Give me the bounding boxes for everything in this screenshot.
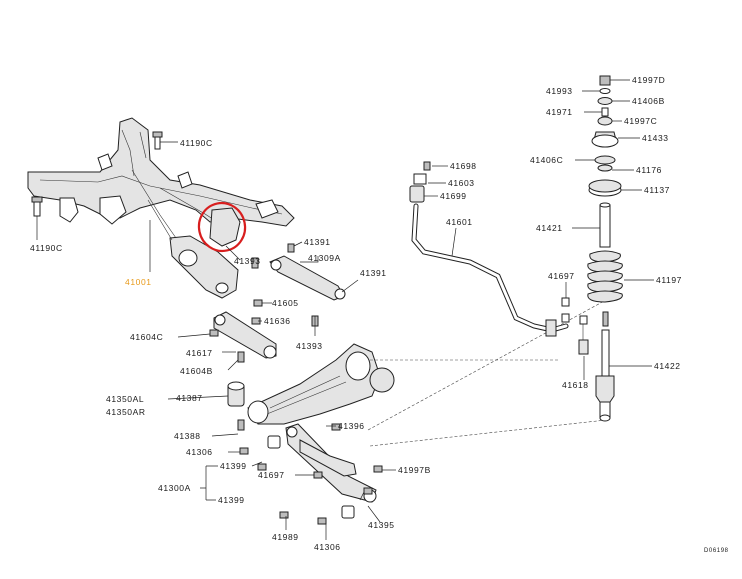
- label-41190c-left: 41190C: [30, 243, 63, 253]
- label-41399-lower: 41399: [218, 495, 245, 505]
- label-41617: 41617: [186, 348, 213, 358]
- label-41698: 41698: [450, 161, 477, 171]
- bolt-41190c-left: [31, 196, 43, 217]
- label-41699: 41699: [440, 191, 467, 201]
- upper-arm-41309a: [269, 255, 346, 301]
- label-41388: 41388: [174, 431, 201, 441]
- bolt-41190c-top: [152, 131, 163, 150]
- label-41176: 41176: [636, 165, 662, 175]
- label-41190c-top: 41190C: [180, 138, 213, 148]
- stabilizer-bar-41601: [409, 161, 569, 337]
- lower-arm-41617: [213, 311, 277, 359]
- label-41350al: 41350AL: [106, 394, 144, 404]
- stabilizer-link-41618: [561, 297, 589, 355]
- shock-absorber-stack: [587, 75, 623, 422]
- label-41309a: 41309A: [308, 253, 341, 263]
- label-41603: 41603: [448, 178, 475, 188]
- lower-control-arm-41300a: [285, 423, 377, 503]
- label-41306-lower: 41306: [314, 542, 341, 552]
- label-41393-lower: 41393: [296, 341, 323, 351]
- part-labels: 41190C 41190C 41001 41393 41391 41309A 4…: [30, 75, 729, 554]
- label-41350ar: 41350AR: [106, 407, 146, 417]
- label-41137: 41137: [644, 185, 670, 195]
- label-41393-upper: 41393: [234, 256, 261, 266]
- label-41989: 41989: [272, 532, 299, 542]
- label-41422: 41422: [654, 361, 681, 371]
- label-41636: 41636: [264, 316, 291, 326]
- label-41001: 41001: [125, 277, 152, 287]
- label-41697-lower: 41697: [258, 470, 285, 480]
- label-41391-upper: 41391: [304, 237, 331, 247]
- label-41604b: 41604B: [180, 366, 213, 376]
- label-41395: 41395: [368, 520, 395, 530]
- label-41997d: 41997D: [632, 75, 665, 85]
- coil-spring-41197: [587, 250, 623, 303]
- bushing-41387: [227, 381, 245, 407]
- leader-lines: [36, 79, 654, 540]
- label-41399-upper: 41399: [220, 461, 247, 471]
- small-hardware: [209, 243, 383, 525]
- label-41604c: 41604C: [130, 332, 163, 342]
- label-41197: 41197: [656, 275, 682, 285]
- label-41421: 41421: [536, 223, 563, 233]
- label-41605: 41605: [272, 298, 299, 308]
- label-41997c: 41997C: [624, 116, 657, 126]
- label-41601: 41601: [446, 217, 473, 227]
- rear-crossmember: [27, 117, 295, 299]
- label-41618: 41618: [562, 380, 589, 390]
- label-41433: 41433: [642, 133, 669, 143]
- label-41406c: 41406C: [530, 155, 563, 165]
- label-41396: 41396: [338, 421, 365, 431]
- label-41997b: 41997B: [398, 465, 431, 475]
- label-41993: 41993: [546, 86, 573, 96]
- trailing-arm-knuckle: [247, 343, 395, 425]
- highlight-circle: [197, 201, 247, 253]
- drawing-code: D06198: [704, 548, 729, 554]
- label-41697-upper: 41697: [548, 271, 575, 281]
- label-41971: 41971: [546, 107, 573, 117]
- label-41387: 41387: [176, 393, 203, 403]
- label-41300a: 41300A: [158, 483, 191, 493]
- label-41306-upper: 41306: [186, 447, 213, 457]
- label-41391-lower: 41391: [360, 268, 387, 278]
- label-41406b: 41406B: [632, 96, 665, 106]
